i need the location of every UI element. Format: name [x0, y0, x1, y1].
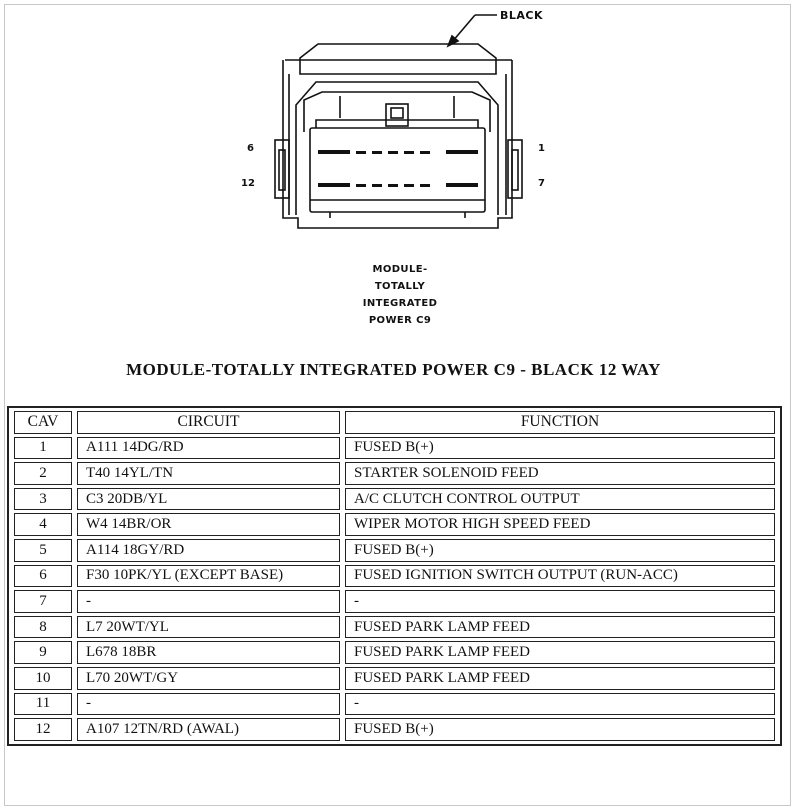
cell-cav: 6 [14, 564, 72, 588]
cell-circuit: T40 14YL/TN [77, 462, 340, 485]
module-caption: MODULE- TOTALLY INTEGRATED POWER C9 [330, 261, 470, 329]
cell-function: FUSED B(+) [345, 436, 775, 460]
cell-cav: 4 [14, 513, 72, 536]
cell-circuit: - [77, 692, 340, 716]
connector-drawing [274, 14, 523, 229]
cell-cav: 8 [14, 615, 72, 639]
table-row: 11-- [14, 692, 775, 716]
cell-cav: 7 [14, 590, 72, 613]
cavity-face [309, 127, 486, 213]
cell-circuit: L678 18BR [77, 641, 340, 664]
module-caption-line: TOTALLY [374, 281, 426, 292]
right-lock-tab [507, 139, 523, 199]
cell-cav: 1 [14, 436, 72, 460]
cell-function: FUSED B(+) [345, 538, 775, 562]
diagram-title: MODULE-TOTALLY INTEGRATED POWER C9 - BLA… [126, 360, 661, 379]
header-circuit: CIRCUIT [77, 411, 340, 434]
pin-label-12: 12 [241, 178, 255, 189]
pin-label-1: 1 [538, 143, 545, 154]
cell-cav: 10 [14, 666, 72, 690]
module-caption-line: POWER C9 [368, 315, 432, 326]
cell-circuit: A107 12TN/RD (AWAL) [77, 718, 340, 741]
cell-function: FUSED IGNITION SWITCH OUTPUT (RUN-ACC) [345, 564, 775, 588]
header-cav: CAV [14, 411, 72, 434]
cell-function: - [345, 692, 775, 716]
cell-cav: 9 [14, 641, 72, 664]
module-caption-line: INTEGRATED [362, 298, 438, 309]
pin-label-7: 7 [538, 178, 545, 189]
cell-circuit: A114 18GY/RD [77, 538, 340, 562]
cell-function: FUSED PARK LAMP FEED [345, 666, 775, 690]
cell-cav: 5 [14, 538, 72, 562]
left-lock-tab [274, 139, 290, 199]
cell-function: A/C CLUTCH CONTROL OUTPUT [345, 487, 775, 511]
cell-circuit: L7 20WT/YL [77, 615, 340, 639]
connector-body [282, 60, 513, 229]
cell-cav: 3 [14, 487, 72, 511]
connector-latch [385, 103, 409, 127]
cell-cav: 12 [14, 718, 72, 741]
cell-circuit: W4 14BR/OR [77, 513, 340, 536]
cell-circuit: - [77, 590, 340, 613]
cell-function: - [345, 590, 775, 613]
color-callout: BLACK [500, 9, 544, 22]
cell-circuit: F30 10PK/YL (EXCEPT BASE) [77, 564, 340, 588]
cell-function: FUSED PARK LAMP FEED [345, 615, 775, 639]
cell-circuit: L70 20WT/GY [77, 666, 340, 690]
header-function: FUNCTION [345, 411, 775, 434]
cell-function: WIPER MOTOR HIGH SPEED FEED [345, 513, 775, 536]
table-header-row: CAV CIRCUIT FUNCTION [14, 411, 775, 434]
cell-function: STARTER SOLENOID FEED [345, 462, 775, 485]
cell-circuit: A111 14DG/RD [77, 436, 340, 460]
module-caption-line: MODULE- [372, 264, 428, 275]
cell-function: FUSED B(+) [345, 718, 775, 741]
cell-cav: 11 [14, 692, 72, 716]
table-row: 7-- [14, 590, 775, 613]
connector-top-cap [299, 43, 497, 75]
pin-label-6: 6 [247, 143, 254, 154]
cell-circuit: C3 20DB/YL [77, 487, 340, 511]
cell-cav: 2 [14, 462, 72, 485]
cell-function: FUSED PARK LAMP FEED [345, 641, 775, 664]
